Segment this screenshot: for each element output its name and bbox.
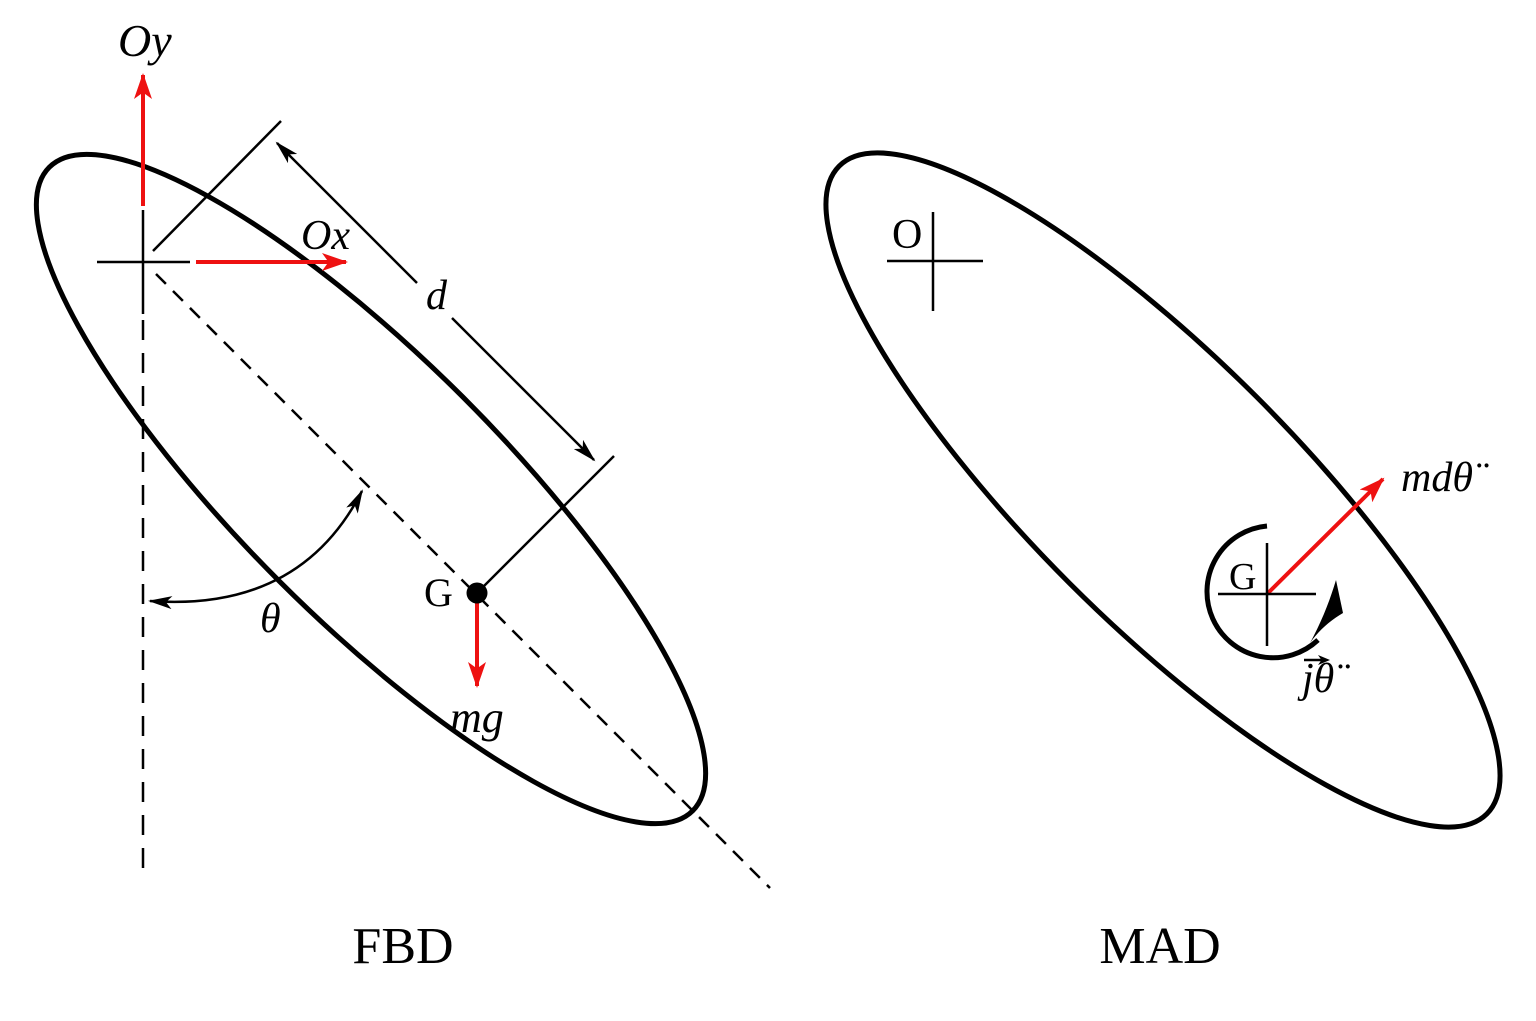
label-theta: θ <box>260 596 281 642</box>
label-o-right: O <box>892 212 922 258</box>
label-d: d <box>426 273 448 319</box>
body-axis-dashed-line <box>155 273 771 889</box>
label-g-left: G <box>424 570 453 615</box>
label-oy: Oy <box>118 15 172 66</box>
inertia-moment-arrowhead <box>1310 580 1343 643</box>
mad-crosshair-O <box>887 212 983 311</box>
mad-diagram: O G mdθ̈ jθ̈ MAD <box>823 150 1503 975</box>
inertia-moment-arc <box>1204 523 1320 661</box>
theta-angle-arc-arrow <box>148 489 364 610</box>
fbd-diagram: Oy Ox d G mg θ FBD <box>33 15 771 975</box>
label-j-theta: jθ̈ <box>1297 656 1350 702</box>
center-of-mass-dot <box>466 582 488 604</box>
label-g-right: G <box>1229 556 1256 598</box>
mad-body-ellipse <box>823 150 1503 830</box>
label-md-theta: mdθ̈ <box>1401 455 1489 501</box>
mad-crosshair-G <box>1218 543 1316 646</box>
fbd-caption: FBD <box>352 918 453 975</box>
label-mg: mg <box>450 693 504 742</box>
mad-caption: MAD <box>1099 918 1220 975</box>
dimension-arrow-upper <box>275 141 418 284</box>
vector-overbar-arrow-icon <box>1304 655 1330 665</box>
fbd-body-ellipse <box>33 151 709 827</box>
pivot-crosshair-O <box>97 210 190 314</box>
dimension-extension-tick-O <box>152 120 282 252</box>
vector-overbar-head <box>1318 655 1330 665</box>
label-ox: Ox <box>301 213 350 259</box>
dimension-arrow-lower <box>451 317 596 462</box>
inertia-force-arrow <box>1265 477 1385 596</box>
dimension-extension-tick-G <box>476 455 615 594</box>
